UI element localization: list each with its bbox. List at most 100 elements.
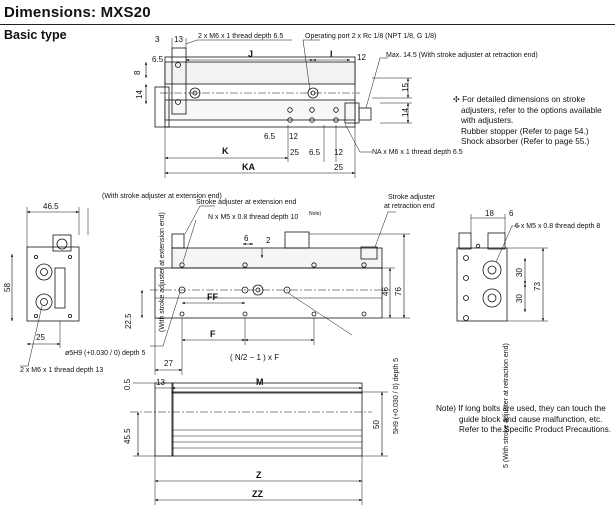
tapped-hole <box>34 254 39 259</box>
dim-13: 13 <box>174 35 183 44</box>
leader-line <box>374 211 396 248</box>
leader-line <box>150 291 181 347</box>
leader-line <box>495 225 520 263</box>
dim-m: M <box>256 377 264 387</box>
dim-12c: 12 <box>334 148 343 157</box>
bottom-view-labels: 0.5 45.5 13 M 50 Z ZZ <box>123 377 381 499</box>
dim-25b: 25 <box>334 163 343 172</box>
dim-i: I <box>330 49 333 59</box>
left-view-slot <box>54 267 66 309</box>
top-view-rail <box>164 99 356 121</box>
left-view-bore <box>40 268 48 276</box>
label-n-thread: N x M5 x 0.8 thread depth 10 <box>208 214 298 221</box>
tapped-hole <box>252 284 264 296</box>
label-ret-adjuster-2: at retraction end <box>384 203 435 210</box>
adjuster-note-line: adjusters, refer to the options availabl… <box>461 105 602 115</box>
top-view-labels: 3 13 6.5 8 14 J I 12 15 14 6.5 12 25 6.5… <box>133 33 538 172</box>
dim-14b: 14 <box>401 108 410 117</box>
dim-73: 73 <box>533 282 542 291</box>
left-view-bore <box>56 238 68 250</box>
tapped-hole <box>309 107 315 113</box>
label-vertical-ext: (With stroke adjuster at extension end) <box>159 212 166 332</box>
dim-12a: 12 <box>357 53 366 62</box>
left-view <box>10 207 89 367</box>
front-view-table <box>171 247 383 269</box>
label-ret-adjuster: Stroke adjuster <box>388 194 436 201</box>
tapped-hole <box>463 295 469 301</box>
leader-line <box>344 123 372 153</box>
tapped-hole <box>175 62 181 68</box>
dim-2-front: 2 <box>266 236 271 245</box>
label-ext-adjuster: Stroke adjuster at extension end <box>196 199 297 206</box>
tapped-hole <box>309 117 315 123</box>
leader-line <box>182 219 197 263</box>
section-subtitle: Basic type <box>4 28 67 42</box>
leader-line <box>365 57 388 109</box>
dim-15: 15 <box>401 83 410 92</box>
label-phi5h9: ø5H9 (+0.030 / 0) depth 5 <box>65 350 145 357</box>
leader-line <box>185 39 292 45</box>
bottom-view-plate <box>154 382 174 457</box>
left-view-top-block <box>52 234 72 252</box>
tapped-hole <box>255 287 261 293</box>
label-thread-6-5: 2 x M6 x 1 thread depth 6.5 <box>198 33 283 40</box>
bolt-note-line: guide block and cause malfunction, etc. <box>459 414 603 424</box>
dim-ff: FF <box>207 292 218 302</box>
tapped-hole <box>463 255 469 261</box>
tapped-hole <box>241 286 249 294</box>
end-bracket <box>171 47 187 115</box>
right-view-top-block-right <box>487 232 506 250</box>
tapped-hole <box>287 117 293 123</box>
adjuster-note-line: ✣ For detailed dimensions on stroke <box>453 95 586 104</box>
leader-line <box>302 39 320 91</box>
label-max-14-5: Max. 14.5 (With stroke adjuster at retra… <box>386 52 538 59</box>
dim-30a: 30 <box>515 268 524 277</box>
dim-22-5-front: 22.5 <box>124 313 133 329</box>
tapped-hole <box>179 311 185 317</box>
dim-6-right: 6 <box>509 209 514 218</box>
dim-k: K <box>222 146 229 156</box>
adjuster-note: ✣ For detailed dimensions on stroke adju… <box>453 95 602 148</box>
front-view-body <box>154 267 383 319</box>
tapped-hole <box>34 313 39 318</box>
tapped-hole <box>179 262 185 268</box>
tapped-hole <box>361 311 367 317</box>
bottom-view <box>130 382 388 505</box>
dim-f: F <box>210 329 216 339</box>
tapped-hole <box>287 107 293 113</box>
tapped-hole <box>242 262 248 268</box>
dim-3: 3 <box>155 35 160 44</box>
dim-25-left: 25 <box>36 333 45 342</box>
dim-46-5: 46.5 <box>43 202 59 211</box>
dim-j: J <box>248 49 253 59</box>
label-slot-5h9: 5H9 (+0.030 / 0) depth 5 <box>393 358 400 434</box>
front-view-block <box>284 231 310 249</box>
tapped-hole <box>311 262 317 268</box>
tapped-hole <box>475 243 481 249</box>
front-view <box>140 205 410 375</box>
page-title: Dimensions: MXS20 <box>4 4 151 21</box>
left-view-labels: 46.5 58 25 (With stroke adjuster at exte… <box>3 193 222 374</box>
dim-50: 50 <box>372 420 381 429</box>
dim-30b: 30 <box>515 294 524 303</box>
bolt-note-line: Refer to the Specific Product Precaution… <box>459 425 612 435</box>
bolt-note: Note) If long bolts are used, they can t… <box>436 404 611 436</box>
dim-6-5: 6.5 <box>152 55 164 64</box>
top-view-table <box>164 61 356 85</box>
dim-6-5c: 6.5 <box>309 148 321 157</box>
dim-z: Z <box>256 470 262 480</box>
left-view-bore <box>35 263 53 281</box>
bolt-note-line: Note) If long bolts are used, they can t… <box>436 404 606 413</box>
tapped-hole <box>68 254 73 259</box>
dim-6-5b: 6.5 <box>264 132 276 141</box>
dim-13-bottom: 13 <box>156 378 165 387</box>
dim-6-front: 6 <box>244 234 249 243</box>
dim-8: 8 <box>133 70 142 75</box>
stopper-knob <box>358 107 372 121</box>
label-with-adjuster: (With stroke adjuster at extension end) <box>102 193 222 200</box>
dim-0-5: 0.5 <box>123 378 132 390</box>
label-thread-8: 6 x M5 x 0.8 thread depth 8 <box>515 223 600 230</box>
right-view-bore <box>482 260 502 280</box>
dim-46-front: 46 <box>381 287 390 296</box>
tapped-hole <box>463 315 469 321</box>
